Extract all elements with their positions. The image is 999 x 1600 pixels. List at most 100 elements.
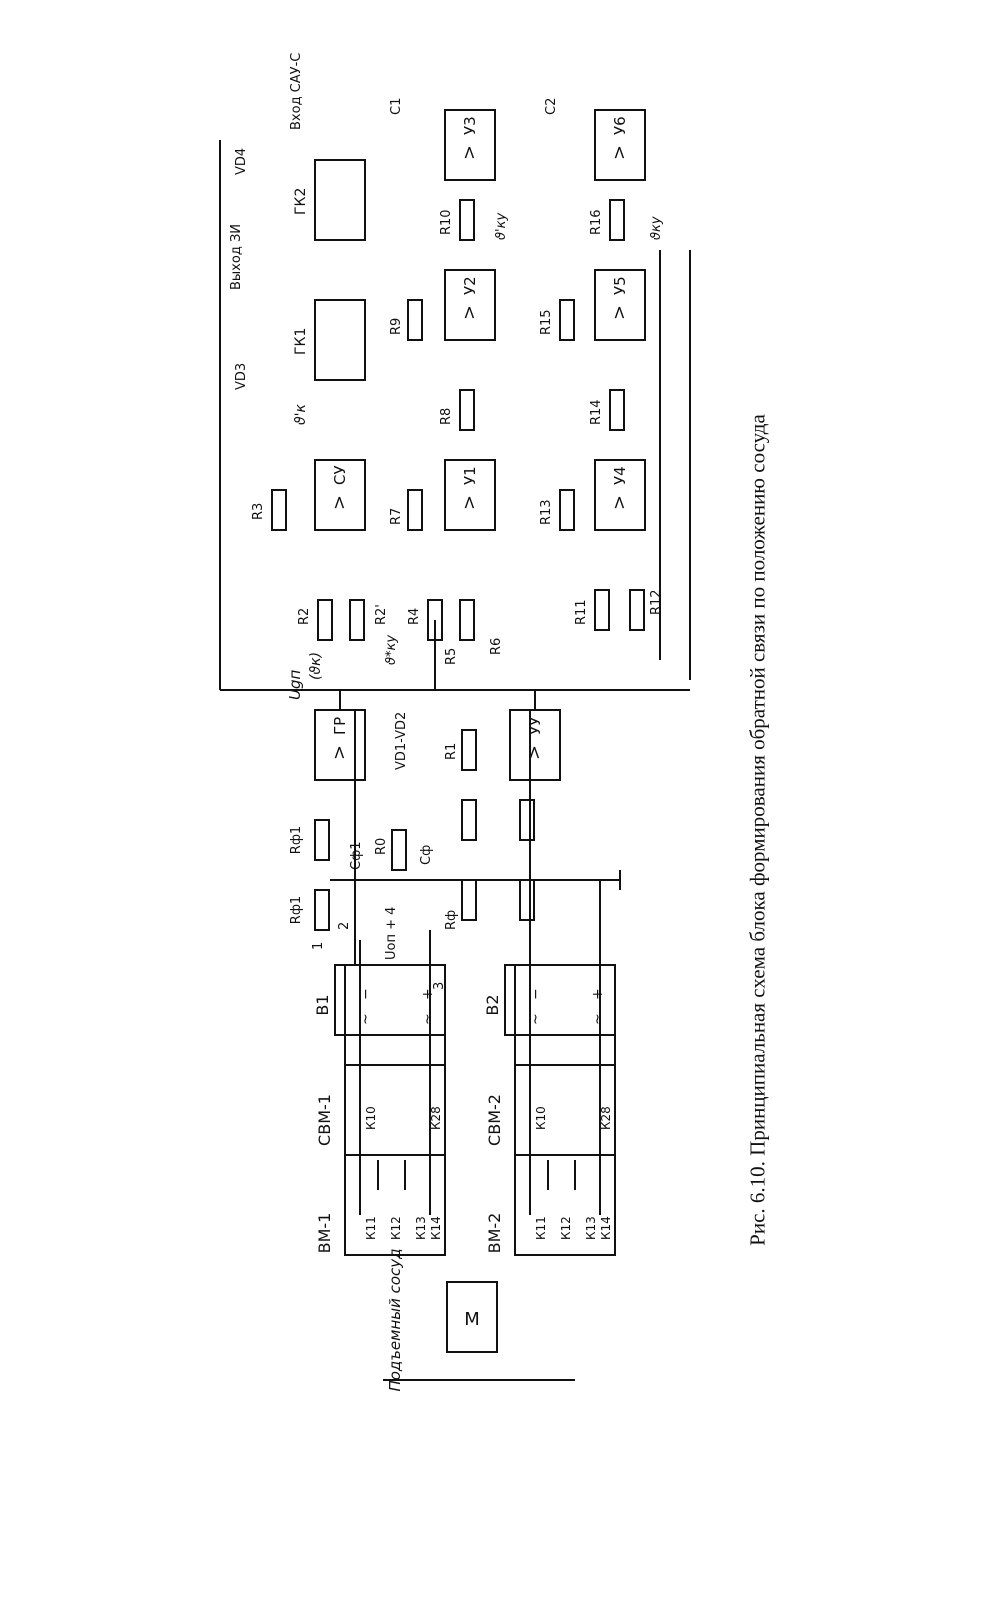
r14-label: R14 [589,399,604,425]
r3-label: R3 [251,503,266,520]
vky-star-label: ϑ*ку [384,635,399,665]
cf-label: Cф [419,845,434,865]
svg-text:К11: К11 [534,1216,548,1240]
vm1-block [344,1064,446,1256]
su-block [314,459,366,531]
r10-resistor [459,199,475,241]
m-label: М [464,1309,480,1330]
b1-label: В1 [313,994,332,1015]
u3-block [444,109,496,181]
u2-amp: > [459,305,480,320]
u4-label: У4 [611,466,629,485]
svm1-k10: К10 [364,1106,378,1130]
rf1-label: Rф1 [289,896,304,924]
ugp-label: Ugп [286,669,304,700]
u4-block [594,459,646,531]
r1-label: R1 [444,743,459,760]
r2-label: R2 [297,608,312,625]
c2-label: C2 [544,98,559,115]
output-zi-label: Выход ЗИ [229,224,244,290]
u5-label: У5 [611,276,629,295]
vm1-contacts: К11 К12 К13 К14 [364,1216,443,1240]
svg-text:~: ~ [420,1013,436,1025]
svm2-k28: К28 [599,1106,613,1130]
svm2-label: СВМ-2 [485,1094,504,1146]
b2-terminals: ~ − ~ + [528,988,606,1025]
svg-text:−: − [358,988,374,1000]
u1-amp: > [459,495,480,510]
svm1-k28: К28 [429,1106,443,1130]
r0-resistor [391,829,407,871]
main-bus [219,140,691,710]
b1-terminals: ~ − ~ + [358,988,436,1025]
r12-label: R12 [649,589,664,615]
cf1-label: Cф1 [349,842,364,870]
u6-amp: > [609,145,630,160]
r2p-label: R2' [374,604,389,625]
r3-resistor [271,489,287,531]
u5-amp: > [609,305,630,320]
uu-amp: > [524,745,545,760]
vky-label: ϑку [649,216,664,240]
b2-block [504,964,616,1036]
rf1-resistor-b [314,819,330,861]
b1-block [334,964,446,1036]
r6-label: R6 [489,638,504,655]
r9-label: R9 [389,318,404,335]
r13-label: R13 [539,499,554,525]
svg-text:К14: К14 [599,1216,613,1240]
u6-block [594,109,646,181]
u3-amp: > [459,145,480,160]
rf1-resistor-a [314,889,330,931]
u2-block [444,269,496,341]
r16-resistor [609,199,625,241]
gk1-block [314,299,366,381]
lifting-vessel-label: Подъемный сосуд [386,1248,404,1391]
r2-resistor [317,599,333,641]
vm2-label: ВМ-2 [485,1213,504,1254]
vk-par-label: (ϑк) [308,652,324,680]
su-amp: > [329,495,350,510]
svg-text:К12: К12 [389,1216,403,1240]
rf-label: Rф [444,910,459,930]
uop-label: Uоп + 4 [384,907,399,960]
r8-label: R8 [439,408,454,425]
num1-label: 1 [311,942,326,950]
gk1-label: ГК1 [293,328,309,355]
vm1-label: ВМ-1 [315,1213,334,1254]
r14-resistor [609,389,625,431]
rf1b-label: Rф1 [289,826,304,854]
gk2-block [314,159,366,241]
rf-resistor-a [461,879,477,921]
vk-prime-label: ϑ'к [293,403,309,425]
r5-label: R5 [444,648,459,665]
svg-text:+: + [420,988,436,1000]
r1-resistor [461,729,477,771]
svg-text:К12: К12 [559,1216,573,1240]
vd4-label: VD4 [234,148,249,175]
svm2-k10: К10 [534,1106,548,1130]
u3-label: У3 [461,116,479,135]
r4-label: R4 [407,608,422,625]
svm1-label: СВМ-1 [315,1094,334,1146]
r8-resistor [459,389,475,431]
svg-text:~: ~ [590,1013,606,1025]
u4-amp: > [609,495,630,510]
u1-block [444,459,496,531]
uu-label: УУ [526,717,544,735]
r10-label: R10 [439,209,454,235]
r0-label: R0 [374,838,389,855]
vd1-vd2-label: VD1-VD2 [394,712,409,770]
svg-text:К14: К14 [429,1216,443,1240]
rf-resistor-d [519,799,535,841]
gr-label: ГР [331,717,349,735]
r15-label: R15 [539,309,554,335]
figure-caption: Рис. 6.10. Принципиальная схема блока фо… [745,414,770,1246]
svg-text:К13: К13 [414,1216,428,1240]
svg-text:К11: К11 [364,1216,378,1240]
r7-resistor [407,489,423,531]
svg-text:~: ~ [528,1013,544,1025]
svg-text:К13: К13 [584,1216,598,1240]
r12-resistor [629,589,645,631]
u2-label: У2 [461,276,479,295]
